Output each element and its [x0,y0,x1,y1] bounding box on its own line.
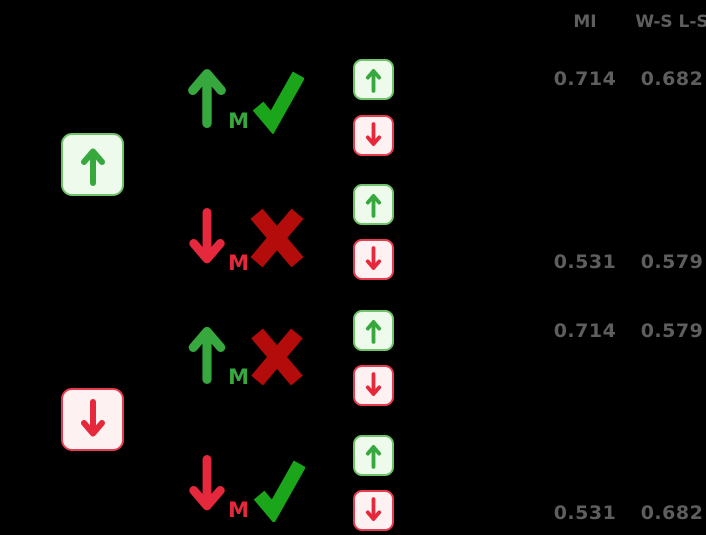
incorrect-cross-icon-3 [249,328,305,386]
down-arrow-icon [364,122,383,149]
outcome-down-box-1 [353,115,394,156]
wsls-value-4: 0.682 [640,502,704,524]
model-subscript: M [228,109,249,133]
up-arrow-icon [182,320,232,384]
outcome-down-box-3 [353,365,394,406]
actual-up-box [61,133,124,196]
model-prediction-up-1: M [182,62,249,132]
check-icon [253,456,305,522]
outcome-down-box-4 [353,490,394,531]
model-subscript: M [228,251,249,275]
down-arrow-icon [182,208,232,270]
wsls-value-3: 0.579 [640,320,704,342]
down-arrow-icon [182,455,232,517]
down-arrow-icon [364,246,383,273]
correct-check-icon-1 [252,66,304,134]
correct-check-icon-4 [253,456,305,522]
model-prediction-down-4: M [182,455,249,521]
down-arrow-icon [77,399,109,441]
mi-value-2: 0.531 [553,251,617,273]
outcome-up-box-1 [353,59,394,100]
up-arrow-icon [182,62,232,128]
down-arrow-icon [364,497,383,524]
model-subscript: M [228,365,249,389]
wsls-column-header: W-S L-S [635,12,706,32]
outcome-up-box-3 [353,310,394,351]
check-icon [252,66,304,134]
up-arrow-icon [364,317,383,344]
incorrect-cross-icon-2 [249,208,305,268]
wsls-value-2: 0.579 [640,251,704,273]
down-arrow-icon [364,372,383,399]
outcome-up-box-4 [353,435,394,476]
model-subscript: M [228,498,249,522]
up-arrow-icon [364,191,383,218]
outcome-down-box-2 [353,239,394,280]
actual-down-box [61,388,124,451]
up-arrow-icon [364,442,383,469]
up-arrow-icon [77,144,109,186]
mi-value-3: 0.714 [553,320,617,342]
up-arrow-icon [364,66,383,93]
cross-icon [249,328,305,386]
mi-value-1: 0.714 [553,68,617,90]
model-prediction-down-2: M [182,208,249,274]
wsls-value-1: 0.682 [640,68,704,90]
mi-value-4: 0.531 [553,502,617,524]
cross-icon [249,208,305,268]
mi-column-header: MI [573,12,597,32]
outcome-up-box-2 [353,184,394,225]
model-prediction-up-3: M [182,320,249,388]
